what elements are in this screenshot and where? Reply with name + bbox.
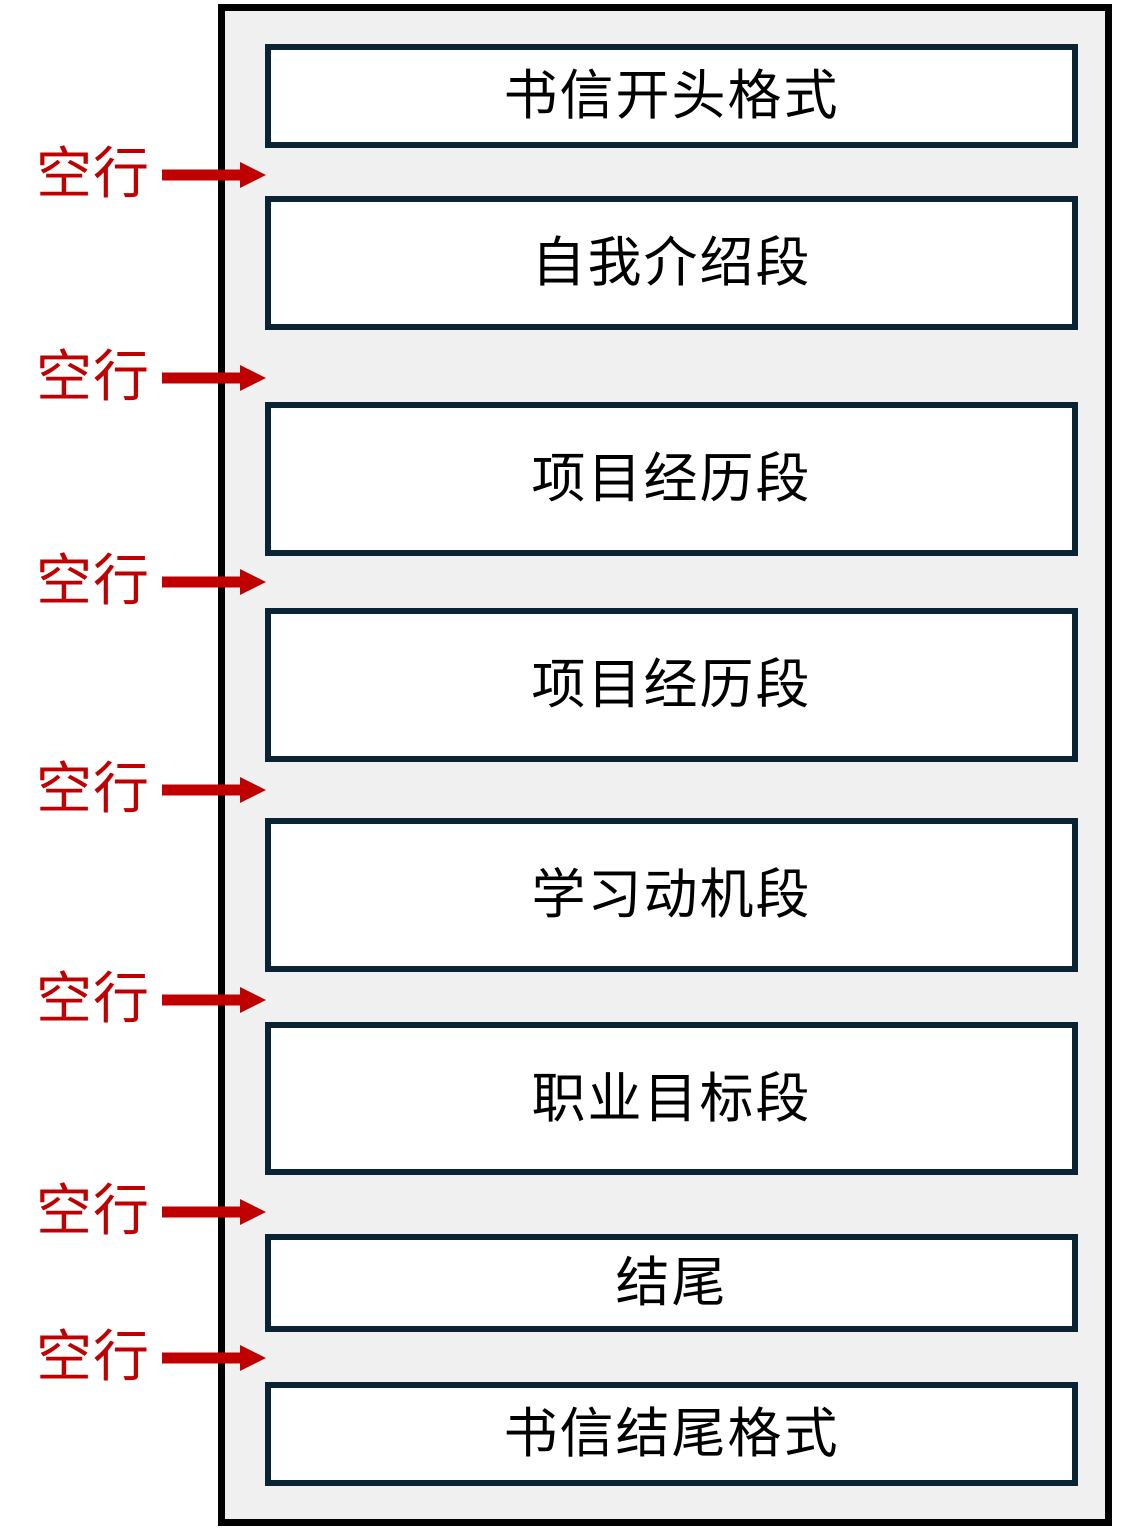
paragraph-box-label: 书信开头格式: [503, 64, 840, 128]
blank-line-label: 空行: [36, 345, 150, 410]
arrow-right-icon: [162, 567, 267, 597]
arrow-right-icon: [162, 775, 267, 805]
blank-line-annotation: 空行: [36, 141, 267, 209]
paragraph-box-label: 项目经历段: [531, 653, 812, 717]
paragraph-box-label: 自我介绍段: [531, 231, 812, 295]
blank-line-label: 空行: [36, 1325, 150, 1390]
blank-line-annotation: 空行: [36, 344, 267, 412]
paragraph-box[interactable]: 职业目标段: [265, 1022, 1078, 1175]
arrow-right-icon: [162, 363, 267, 393]
arrow-right-icon: [162, 1343, 267, 1373]
paragraph-box-label: 书信结尾格式: [503, 1402, 840, 1466]
paragraph-box[interactable]: 项目经历段: [265, 608, 1078, 762]
blank-line-label: 空行: [36, 967, 150, 1032]
paragraph-box[interactable]: 自我介绍段: [265, 196, 1078, 330]
arrow-right-icon: [162, 1197, 267, 1227]
blank-line-annotation: 空行: [36, 548, 267, 616]
paragraph-box-label: 职业目标段: [531, 1066, 812, 1130]
blank-line-annotation: 空行: [36, 756, 267, 824]
paragraph-box[interactable]: 书信结尾格式: [265, 1382, 1078, 1486]
blank-line-label: 空行: [36, 142, 150, 207]
paragraph-box-label: 结尾: [615, 1251, 728, 1315]
blank-line-annotation: 空行: [36, 966, 267, 1034]
blank-line-annotation: 空行: [36, 1324, 267, 1392]
arrow-right-icon: [162, 985, 267, 1015]
paragraph-box[interactable]: 项目经历段: [265, 402, 1078, 556]
paragraph-box-label: 学习动机段: [531, 863, 812, 927]
blank-line-label: 空行: [36, 549, 150, 614]
paragraph-box[interactable]: 结尾: [265, 1234, 1078, 1332]
blank-line-label: 空行: [36, 1179, 150, 1244]
paragraph-box[interactable]: 书信开头格式: [265, 44, 1078, 148]
arrow-right-icon: [162, 160, 267, 190]
blank-line-annotation: 空行: [36, 1178, 267, 1246]
blank-line-label: 空行: [36, 757, 150, 822]
paragraph-box-label: 项目经历段: [531, 447, 812, 511]
paragraph-box[interactable]: 学习动机段: [265, 818, 1078, 972]
